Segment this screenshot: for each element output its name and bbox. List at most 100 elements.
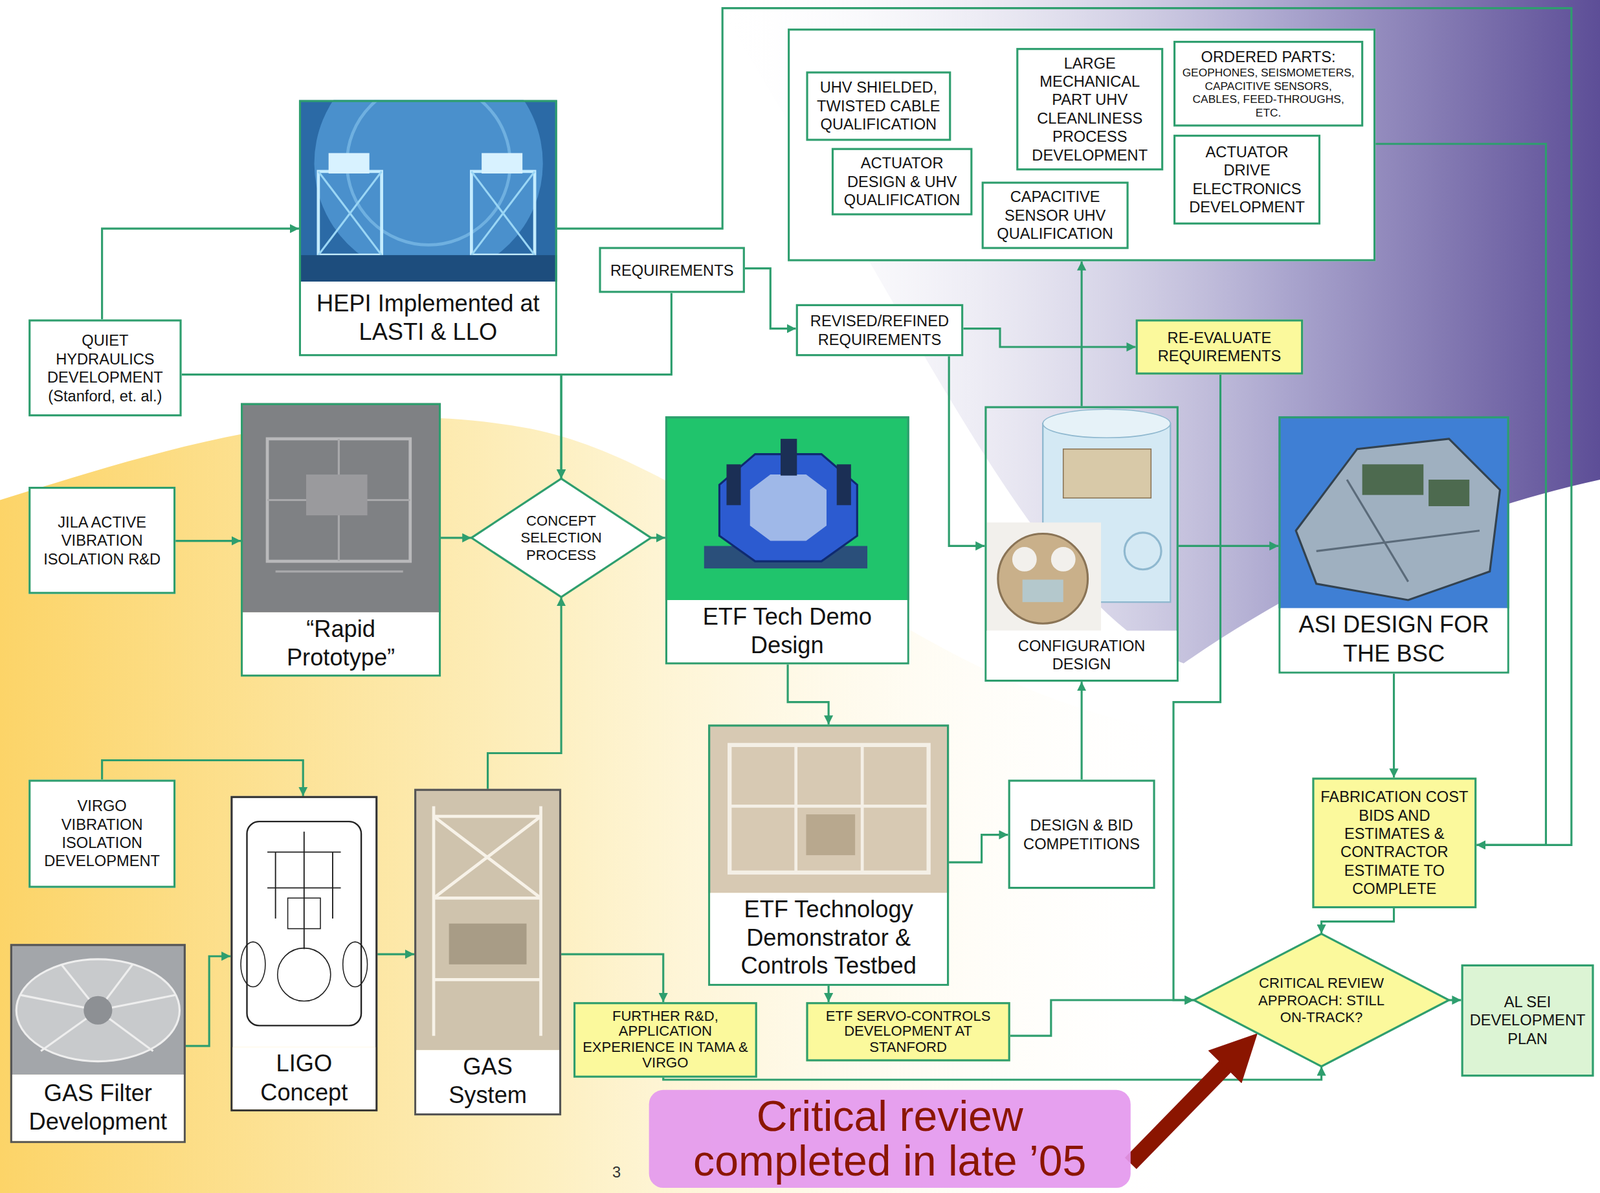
flow-arrow [175,539,241,542]
hepi-photo [299,99,558,282]
node-label: GAS Filter Development [18,1079,178,1136]
diamond-text: CRITICAL REVIEW APPROACH: STILL ON-TRACK… [1257,974,1386,1026]
node-label: HEPI Implemented at LASTI & LLO [307,289,550,347]
process-box: DESIGN & BID COMPETITIONS [1008,779,1156,889]
page-number: 3 [612,1163,621,1181]
photo-caption: GAS Filter Development [12,1074,184,1141]
frame-lines [729,744,929,873]
process-box: ACTUATOR DRIVE ELECTRONICS DEVELOPMENT [1173,134,1321,225]
photo-caption: HEPI Implemented at LASTI & LLO [300,281,556,355]
diamond-shape [1194,933,1450,1067]
sphere-chamber [998,533,1089,624]
process-box: RE-EVALUATE REQUIREMENTS [1135,319,1304,375]
pier-brace [471,171,535,256]
chamber [247,821,362,1026]
gas-system-photo [414,788,562,1051]
photo-panel: ETF Tech Demo Design [665,416,910,665]
flow-arrow [1178,544,1279,547]
process-box: JILA ACTIVE VIBRATION ISOLATION R&D [28,486,176,595]
photo-panel: GAS System [414,788,562,1116]
component [1362,464,1424,495]
process-box: VIRGO VIBRATION ISOLATION DEVELOPMENT [28,779,176,888]
process-box: ETF SERVO-CONTROLS DEVELOPMENT AT STANFO… [805,1001,1010,1062]
photo-ground [1278,416,1509,608]
photo-caption: ETF Tech Demo Design [667,600,907,663]
process-box: QUIET HYDRAULICS DEVELOPMENT (Stanford, … [28,319,182,417]
node-label: CONCEPT SELECTION PROCESS [516,511,607,564]
flow-arrow [557,8,1572,846]
node-label: CONFIGURATION DESIGN [992,636,1171,674]
flow-arrow [948,834,1008,863]
node-label: GAS System [422,1053,554,1111]
node-label: ASI DESIGN FOR THE BSC [1286,611,1501,668]
node-label: ACTUATOR DRIVE ELECTRONICS DEVELOPMENT [1180,143,1314,217]
photo-panel: ASI DESIGN FOR THE BSC [1278,416,1509,674]
photo-caption: ASI DESIGN FOR THE BSC [1280,608,1508,672]
flow-arrow [561,954,664,1002]
node-label: DESIGN & BID COMPETITIONS [1015,815,1149,853]
node-label: JILA ACTIVE VIBRATION ISOLATION R&D [35,512,169,568]
flow-arrow [787,664,829,725]
flow-arrow [181,374,562,479]
flow-arrow [488,596,562,789]
payload [805,814,856,856]
render-ground [987,522,1102,631]
flow-arrow [1080,261,1083,407]
process-box: FURTHER R&D, APPLICATION EXPERIENCE IN T… [573,1001,758,1078]
photo-ground [708,724,949,893]
node-label: REVISED/REFINED REQUIREMENTS [803,311,956,349]
diamond-shape [471,478,651,597]
payload [306,474,368,516]
photo-panel: “Rapid Prototype” [240,403,441,678]
filter-disc [16,959,180,1062]
keystone [83,996,112,1025]
photo-ground [240,403,441,613]
port-hole [1012,546,1037,572]
flow-arrow [1392,673,1395,778]
flow-arrow [744,268,797,329]
flow-arrow [1375,143,1546,845]
drawing-ground [230,796,378,1048]
etf-demo-render [665,416,910,600]
flow-arrow [827,985,830,1003]
photo-caption: “Rapid Prototype” [242,612,439,675]
flow-arrow [185,955,231,1046]
sensor-pod [726,464,741,505]
flow-arrow [1321,908,1395,934]
flow-arrow [651,536,666,539]
pier-brace [318,171,382,256]
node-label: RE-EVALUATE REQUIREMENTS [1143,328,1296,366]
node-label: QUIET HYDRAULICS DEVELOPMENT (Stanford, … [35,331,175,406]
flow-arrow [963,328,1136,347]
node-label: FURTHER R&D, APPLICATION EXPERIENCE IN T… [580,1008,751,1072]
hepi-pier [318,171,382,256]
process-box: UHV SHIELDED, TWISTED CABLE QUALIFICATIO… [805,71,951,141]
gas-filter-photo [10,943,186,1075]
platform [1295,438,1500,600]
port [240,941,266,987]
payload [1022,579,1064,602]
node-label: ACTUATOR DESIGN & UHV QUALIFICATION [838,154,966,210]
frame [729,744,929,873]
callout-arrow [1130,1055,1237,1164]
node-label: ETF SERVO-CONTROLS DEVELOPMENT AT STANFO… [812,1008,1003,1056]
flow-arrow [1173,374,1221,1000]
photo-caption: GAS System [416,1049,560,1114]
node-label: FABRICATION COST BIDS AND ESTIMATES & CO… [1319,787,1470,898]
node-label: REQUIREMENTS [605,260,738,279]
photo-ground [10,943,186,1075]
port-hole [1051,546,1076,572]
process-box: ACTUATOR DESIGN & UHV QUALIFICATION [831,148,973,216]
configuration-renders [987,409,1171,631]
component-group: UHV SHIELDED, TWISTED CABLE QUALIFICATIO… [787,28,1376,261]
node-label: ETF Technology Demonstrator & Controls T… [716,895,942,981]
frame [433,805,542,1036]
photo-ground [414,788,562,1051]
process-box: REQUIREMENTS [598,247,745,294]
port [343,941,368,987]
process-box: AL SEI DEVELOPMENT PLAN [1461,964,1595,1077]
diamond-text: CONCEPT SELECTION PROCESS [516,511,607,564]
process-box: LARGE MECHANICAL PART UHV CLEANLINESS PR… [1016,47,1164,171]
flow-arrow [102,228,300,320]
